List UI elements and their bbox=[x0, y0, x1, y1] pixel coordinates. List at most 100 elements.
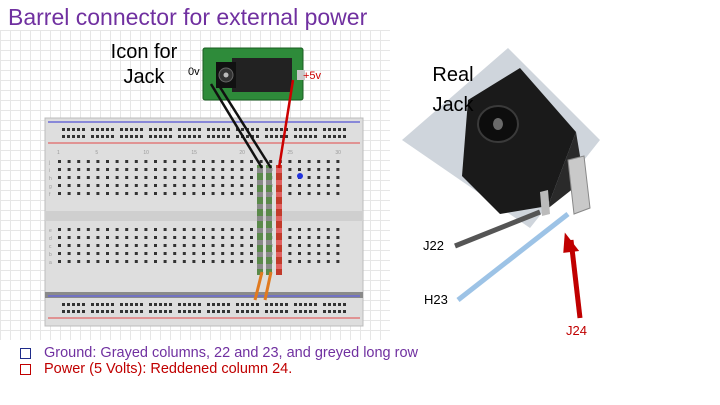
breadboard-hole bbox=[326, 160, 330, 163]
breadboard-hole bbox=[188, 135, 191, 138]
breadboard-hole bbox=[173, 184, 177, 187]
breadboard-hole bbox=[230, 252, 234, 255]
breadboard-hole bbox=[106, 192, 109, 195]
breadboard-hole bbox=[202, 176, 205, 179]
j24-arrow-line bbox=[568, 239, 583, 319]
breadboard-hole bbox=[134, 160, 138, 163]
breadboard-hole bbox=[173, 236, 177, 239]
breadboard-hole bbox=[240, 260, 244, 263]
breadboard-hole bbox=[269, 160, 273, 163]
breadboard-hole bbox=[144, 260, 148, 263]
breadboard-hole bbox=[125, 184, 129, 187]
breadboard-hole bbox=[326, 184, 330, 187]
breadboard-hole bbox=[96, 303, 99, 306]
breadboard-hole bbox=[140, 310, 143, 313]
breadboard-hole bbox=[62, 303, 65, 306]
breadboard-hole bbox=[207, 135, 210, 138]
breadboard-hole bbox=[193, 135, 196, 138]
breadboard-hole bbox=[211, 228, 215, 231]
breadboard-hole bbox=[250, 168, 253, 171]
breadboard-hole bbox=[221, 184, 225, 187]
breadboard-hole bbox=[159, 303, 162, 306]
column-stripe bbox=[276, 264, 282, 269]
breadboard-hole bbox=[163, 260, 167, 263]
breadboard-hole bbox=[178, 303, 181, 306]
breadboard-hole bbox=[96, 135, 99, 138]
breadboard-hole bbox=[115, 244, 119, 247]
breadboard-hole bbox=[333, 303, 336, 306]
breadboard-hole bbox=[285, 310, 288, 313]
breadboard-hole bbox=[333, 135, 336, 138]
breadboard-hole bbox=[154, 244, 157, 247]
real-jack-photo bbox=[402, 48, 600, 228]
breadboard-hole bbox=[250, 176, 253, 179]
breadboard-hole bbox=[86, 252, 90, 255]
breadboard-hole bbox=[106, 244, 109, 247]
breadboard-hole bbox=[217, 303, 220, 306]
breadboard-hole bbox=[115, 184, 119, 187]
breadboard-hole bbox=[125, 192, 129, 195]
breadboard-hole bbox=[298, 184, 301, 187]
breadboard-hole bbox=[106, 168, 109, 171]
breadboard-hole bbox=[130, 135, 133, 138]
breadboard-hole bbox=[101, 135, 104, 138]
breadboard-hole bbox=[265, 310, 268, 313]
breadboard-hole bbox=[96, 228, 100, 231]
jack-body bbox=[462, 68, 576, 214]
breadboard-hole bbox=[198, 128, 201, 131]
breadboard-hole bbox=[67, 135, 70, 138]
breadboard-hole bbox=[106, 236, 109, 239]
breadboard-hole bbox=[307, 176, 311, 179]
breadboard-hole bbox=[91, 128, 94, 131]
breadboard-hole bbox=[140, 135, 143, 138]
breadboard-hole bbox=[111, 303, 114, 306]
breadboard-hole bbox=[227, 303, 230, 306]
breadboard-hole bbox=[211, 260, 215, 263]
breadboard-hole bbox=[144, 160, 148, 163]
breadboard-hole bbox=[115, 228, 119, 231]
breadboard-hole bbox=[338, 303, 341, 306]
breadboard-hole bbox=[294, 128, 297, 131]
row-letter: h bbox=[49, 176, 52, 182]
breadboard-hole bbox=[77, 236, 81, 239]
breadboard-hole bbox=[134, 244, 138, 247]
breadboard-hole bbox=[230, 228, 234, 231]
breadboard-hole bbox=[288, 260, 292, 263]
j22-indicator-line bbox=[454, 209, 541, 249]
breadboard-hole bbox=[198, 135, 201, 138]
breadboard-hole bbox=[163, 184, 167, 187]
breadboard-hole bbox=[288, 184, 292, 187]
breadboard-hole bbox=[86, 168, 90, 171]
breadboard-hole bbox=[154, 184, 157, 187]
breadboard-hole bbox=[298, 260, 301, 263]
breadboard-hole bbox=[280, 128, 283, 131]
breadboard-hole bbox=[250, 244, 253, 247]
row-letter: i bbox=[49, 168, 50, 174]
breadboard-hole bbox=[288, 236, 292, 239]
breadboard-hole bbox=[96, 252, 100, 255]
breadboard-hole bbox=[317, 176, 321, 179]
column-stripe bbox=[266, 192, 272, 197]
breadboard-hole bbox=[111, 310, 114, 313]
breadboard-hole bbox=[134, 176, 138, 179]
breadboard-hole bbox=[125, 244, 129, 247]
breadboard-hole bbox=[230, 260, 234, 263]
breadboard-hole bbox=[144, 252, 148, 255]
breadboard-hole bbox=[307, 184, 311, 187]
breadboard-hole bbox=[77, 310, 80, 313]
breadboard-hole bbox=[96, 310, 99, 313]
breadboard-hole bbox=[285, 128, 288, 131]
breadboard-hole bbox=[336, 184, 340, 187]
breadboard-hole bbox=[183, 135, 186, 138]
pin-label-j22: J22 bbox=[423, 238, 444, 253]
breadboard-hole bbox=[222, 135, 225, 138]
breadboard-hole bbox=[338, 135, 341, 138]
breadboard-hole bbox=[149, 310, 152, 313]
breadboard-hole bbox=[188, 303, 191, 306]
breadboard-hole bbox=[169, 135, 172, 138]
column-stripe bbox=[257, 192, 263, 197]
breadboard-hole bbox=[294, 310, 297, 313]
breadboard-hole bbox=[173, 192, 177, 195]
breadboard-hole bbox=[86, 184, 90, 187]
